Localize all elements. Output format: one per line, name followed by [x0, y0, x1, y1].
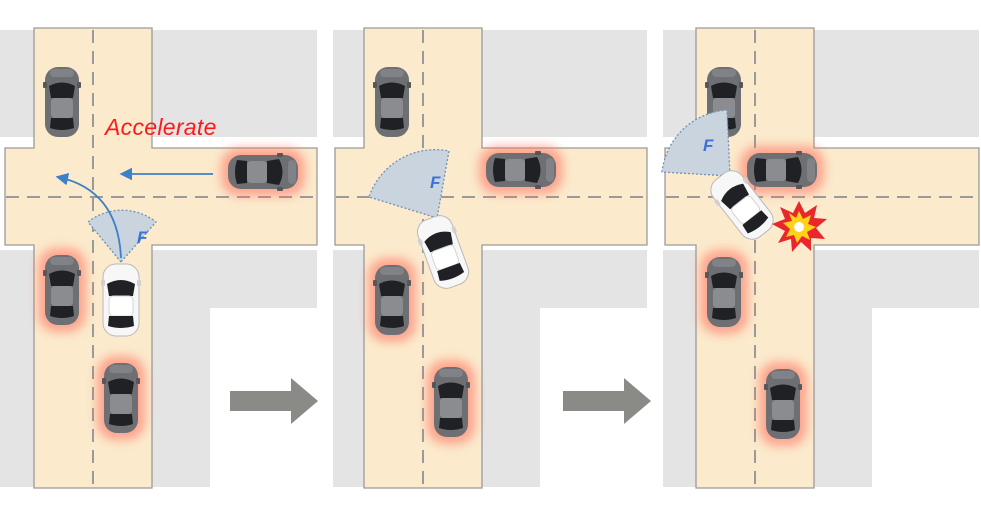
collision-burst-icon [772, 201, 827, 252]
sidewalk [663, 250, 697, 487]
sidewalk [663, 30, 697, 137]
sidewalk [814, 30, 979, 137]
fov-label: F [430, 173, 441, 192]
accelerate-annotation: Accelerate [105, 114, 217, 140]
fov-label: F [703, 136, 714, 155]
car-icon [740, 146, 824, 194]
panel-1: F [0, 27, 318, 489]
car-icon [427, 360, 475, 444]
car-icon [97, 356, 145, 440]
next-step-arrow-icon [563, 378, 651, 424]
sidewalk [152, 250, 317, 308]
sidewalk [152, 308, 210, 487]
ego-car-icon [100, 263, 142, 337]
car-icon [479, 146, 563, 194]
sidewalk [333, 250, 367, 487]
car-icon [221, 148, 305, 196]
car-icon [373, 67, 411, 137]
sidewalk [814, 308, 872, 487]
sidewalk [482, 30, 647, 137]
road [334, 27, 648, 489]
sidewalk [152, 30, 317, 137]
sidewalk [482, 308, 540, 487]
panel-2: F [333, 27, 651, 489]
panel-3: F [661, 27, 980, 489]
car-icon [43, 67, 81, 137]
sidewalk [0, 30, 34, 137]
field-of-view-icon [661, 109, 731, 177]
field-of-view-icon [87, 209, 157, 264]
sidewalk [0, 250, 34, 487]
next-step-arrow-icon [230, 378, 318, 424]
car-icon [700, 250, 748, 334]
field-of-view-icon [368, 148, 450, 219]
trajectory-arrow-icon [55, 172, 122, 259]
sidewalk [814, 250, 979, 308]
sidewalk [333, 30, 367, 137]
road [4, 27, 318, 489]
car-icon [38, 248, 86, 332]
fov-label: F [137, 228, 148, 247]
sidewalk [482, 250, 647, 308]
car-icon [368, 258, 416, 342]
car-icon [759, 362, 807, 446]
